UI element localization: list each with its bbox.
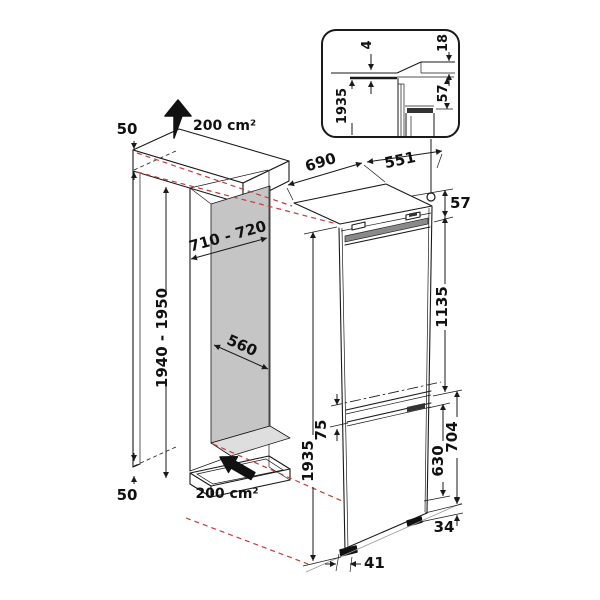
dim-inset-height: 1935 <box>335 80 355 135</box>
dim-appliance-height: 1935 <box>299 226 342 567</box>
dim-top-section: 57 <box>411 188 471 223</box>
inset-height-label: 1935 <box>335 88 350 124</box>
top-vent-grille <box>344 217 429 243</box>
top-vent-area-label: 200 cm² <box>193 118 256 134</box>
top-gap-label: 50 <box>117 120 138 138</box>
dim-inset-gap: 4 <box>360 40 375 94</box>
detail-inset: 4 18 57 1935 <box>321 29 460 138</box>
freezer-door-label: 630 <box>429 445 447 476</box>
bottom-ventilation: 200 cm² 50 <box>117 453 259 504</box>
airflow-up-arrow-icon <box>164 99 192 139</box>
detail-door-gasket <box>407 108 433 113</box>
freezer-handle-recess <box>407 403 425 412</box>
appliance-top-face <box>293 183 433 225</box>
projection-lines <box>136 152 343 565</box>
dim-appliance-depth: 690 <box>286 149 386 201</box>
dim-inset-panel: 18 <box>436 34 452 86</box>
detail-section-drawing <box>331 61 455 136</box>
top-section-label: 57 <box>450 194 471 212</box>
front-foot <box>339 545 358 557</box>
inset-gap-label: 4 <box>360 40 375 49</box>
cabinet-plinth <box>189 455 291 498</box>
floor-line <box>305 502 463 573</box>
top-ventilation: 200 cm² 50 <box>117 99 256 180</box>
airflow-in-arrow-icon <box>219 455 256 481</box>
inset-top-section-label: 57 <box>436 84 451 102</box>
niche-interior <box>189 169 291 472</box>
dim-upper-door: 1135 <box>433 217 451 392</box>
dim-door-overlap: 75 <box>312 394 349 441</box>
door-split-centerline <box>330 381 442 407</box>
bottom-gap-label: 50 <box>117 486 138 504</box>
hinge-cover-left <box>351 221 366 231</box>
base-recess-label: 41 <box>364 554 385 572</box>
inset-panel-label: 18 <box>436 34 451 52</box>
cabinet-side-panel <box>132 149 179 468</box>
niche-floor <box>210 425 291 457</box>
side-foot <box>406 516 423 527</box>
dim-base-recess: 41 <box>325 553 385 573</box>
dim-inset-top-section: 57 <box>436 78 451 109</box>
base-height-label: 34 <box>434 518 455 536</box>
detail-marker-circle <box>426 192 436 202</box>
door-overlap-label: 75 <box>312 420 330 441</box>
upper-door-label: 1135 <box>433 286 451 328</box>
dim-niche-height: 1940 - 1950 <box>153 187 171 478</box>
niche-height-label: 1940 - 1950 <box>153 288 171 388</box>
bottom-vent-area-label: 200 cm² <box>195 486 258 502</box>
dim-base-height: 34 <box>419 492 464 536</box>
appliance <box>293 139 463 573</box>
dim-lower-section: 704 <box>424 389 463 514</box>
lower-section-label: 704 <box>443 421 461 452</box>
appliance-width-label: 551 <box>383 148 417 172</box>
appliance-height-label: 1935 <box>299 440 317 482</box>
dim-freezer-door: 630 <box>423 402 451 502</box>
